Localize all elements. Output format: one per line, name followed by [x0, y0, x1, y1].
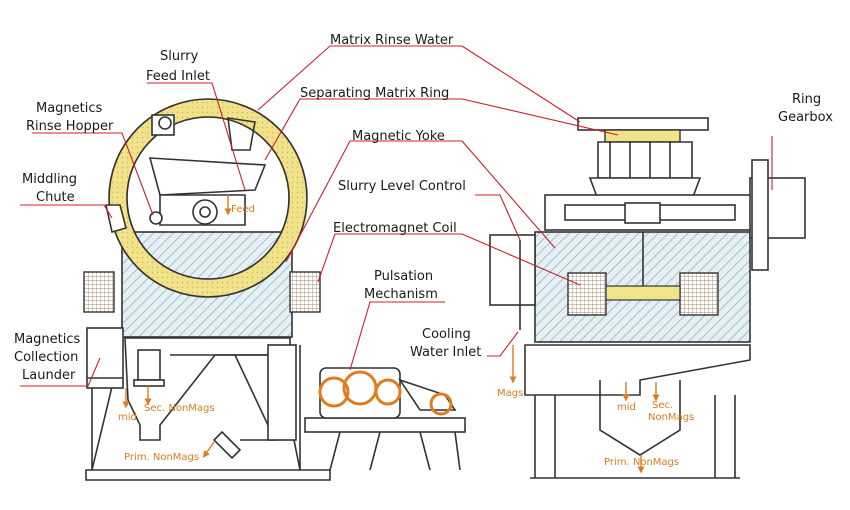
leader-matrix-rinse-right	[461, 45, 581, 123]
label-cooling-water-line2: Water Inlet	[410, 345, 481, 360]
pulse-base	[304, 417, 466, 433]
label-pulsation-line2: Mechanism	[364, 287, 438, 302]
matrix-ring-outer	[108, 98, 308, 298]
label-ring-gearbox-line2: Gearbox	[778, 110, 833, 125]
pulsation-mechanism-group	[304, 367, 466, 471]
flow-label-prim-nonmags-right: Prim. NonMags	[604, 457, 679, 468]
right-coil-b	[679, 272, 719, 316]
label-rinse-hopper-line1: Magnetics	[36, 101, 103, 116]
labels: Matrix Rinse Water Slurry Feed Inlet Sep…	[14, 33, 833, 383]
level-control-box	[489, 234, 536, 306]
prim-left-arrow	[203, 441, 215, 458]
middling-pipe	[149, 211, 163, 225]
label-launder-line1: Magnetics	[14, 332, 81, 347]
right-machine	[489, 117, 806, 479]
middling-chute	[105, 204, 127, 234]
matrix-ring-fill	[110, 100, 306, 296]
leader-cooling-water	[487, 331, 519, 357]
label-launder-line2: Collection	[14, 350, 78, 365]
pulse-arm	[398, 378, 457, 411]
leader-rinse-hopper	[32, 132, 154, 216]
feed-inlet-icon	[158, 116, 172, 130]
matrix-ring-inner	[126, 116, 290, 280]
pulse-eccentric	[429, 392, 453, 416]
left-base	[85, 469, 331, 481]
leader-separating-ring-right	[461, 98, 619, 136]
side-housing	[267, 344, 297, 441]
flow-label-sec-nonmags-left: Sec. NonMags	[144, 403, 215, 414]
label-slurry-level-control: Slurry Level Control	[338, 179, 466, 194]
label-ring-gearbox-line1: Ring	[792, 92, 821, 107]
label-separating-matrix-ring: Separating Matrix Ring	[300, 86, 449, 101]
label-matrix-rinse-water: Matrix Rinse Water	[330, 33, 454, 48]
leader-launder	[20, 357, 101, 387]
flow-label-prim-nonmags-left: Prim. NonMags	[124, 452, 199, 463]
flow-label-feed: Feed	[231, 204, 255, 215]
leader-yoke-left	[285, 140, 462, 263]
label-launder-line3: Launder	[22, 368, 76, 383]
leader-level-control	[475, 194, 521, 241]
feed-chute	[227, 117, 256, 151]
left-coil-b	[289, 271, 321, 313]
flow-label-mid-right: mid	[617, 402, 636, 413]
leader-middling-chute	[20, 204, 113, 219]
flow-labels: Feed mid Sec. NonMags Prim. NonMags Mags…	[118, 204, 694, 468]
label-middling-chute-line2: Chute	[36, 190, 75, 205]
right-legs	[530, 395, 740, 479]
leader-lines	[20, 45, 773, 387]
left-magnetic-yoke	[121, 231, 293, 338]
sec-outlet-flange	[133, 379, 165, 387]
rinse-ring-top	[604, 129, 681, 143]
right-matrix-section	[605, 285, 681, 301]
leader-yoke-right	[461, 140, 556, 249]
rinse-hopper	[148, 157, 267, 196]
right-outlet-funnel	[599, 380, 681, 456]
flow-arrows	[122, 195, 660, 474]
gearbox-flange	[751, 159, 769, 271]
right-lower-tank	[524, 344, 751, 396]
flow-label-sec-right-line1: Sec.	[652, 400, 673, 411]
left-machine	[83, 98, 331, 481]
top-hopper	[597, 141, 693, 179]
label-slurry-feed-inlet-line2: Feed Inlet	[146, 69, 210, 84]
left-coil-a	[83, 271, 115, 313]
sec-outlet-pipe	[137, 349, 161, 381]
hopper-pulley-hub	[199, 206, 211, 218]
label-rinse-hopper-line2: Rinse Hopper	[26, 119, 114, 134]
label-magnetic-yoke: Magnetic Yoke	[352, 129, 445, 144]
leader-coil-left	[317, 233, 462, 283]
leader-coil-right	[461, 233, 581, 286]
leader-pulsation	[349, 301, 445, 371]
shaft-coupling	[624, 202, 661, 224]
pulse-gearbox	[319, 367, 401, 419]
collection-launder	[86, 327, 124, 389]
leader-separating-ring-left	[264, 98, 462, 161]
leader-matrix-rinse-left	[257, 45, 462, 111]
prim-outlet-pipe	[212, 430, 242, 460]
top-hopper-ribs	[609, 142, 671, 178]
label-cooling-water-line1: Cooling	[422, 327, 471, 342]
flow-label-sec-right-line2: NonMags	[648, 412, 694, 423]
pulse-legs	[329, 431, 461, 471]
flow-label-mid-left: mid	[118, 412, 137, 423]
left-frame-legs	[91, 344, 301, 471]
flow-label-mags-right: Mags	[497, 388, 523, 399]
right-coil-a	[567, 272, 607, 316]
label-slurry-feed-inlet-line1: Slurry	[160, 49, 199, 64]
label-electromagnet-coil: Electromagnet Coil	[333, 221, 457, 236]
label-pulsation-line1: Pulsation	[374, 269, 433, 284]
pulse-gear-c	[374, 378, 402, 406]
hopper-pulley	[192, 199, 218, 225]
rinse-header	[577, 117, 709, 131]
label-middling-chute-line1: Middling	[22, 172, 77, 187]
leader-slurry-feed	[147, 82, 246, 191]
pulse-gear-a	[318, 376, 350, 408]
